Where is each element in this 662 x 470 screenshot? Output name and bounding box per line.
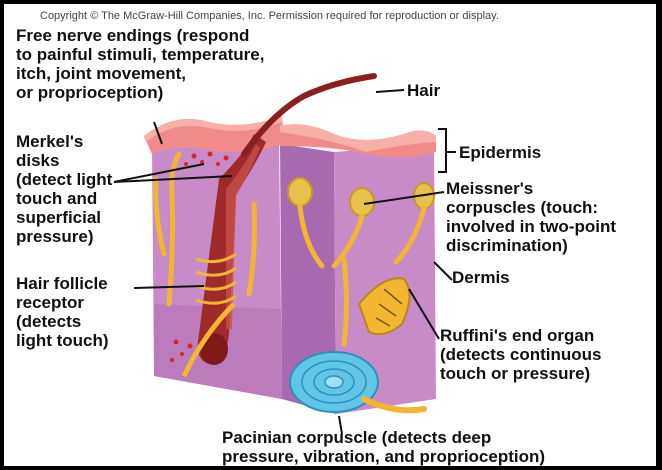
label-epidermis: Epidermis (459, 143, 541, 162)
label-meissners-corpuscles: Meissner's corpuscles (touch: involved i… (446, 179, 616, 255)
label-ruffinis-end-organ: Ruffini's end organ (detects continuous … (440, 326, 602, 383)
label-free-nerve-endings: Free nerve endings (respond to painful s… (16, 26, 264, 102)
diagram-frame: Copyright © The McGraw-Hill Companies, I… (4, 4, 656, 466)
leader-hair (376, 90, 404, 92)
label-hair-follicle-receptor: Hair follicle receptor (detects light to… (16, 274, 109, 350)
leader-dermis (434, 262, 452, 280)
label-hair: Hair (407, 81, 440, 100)
copyright-notice: Copyright © The McGraw-Hill Companies, I… (40, 10, 499, 22)
leader-epidermis-bracket (438, 129, 446, 172)
label-dermis: Dermis (452, 268, 510, 287)
right-skin-block (280, 124, 436, 414)
label-pacinian-corpuscle: Pacinian corpuscle (detects deep pressur… (222, 428, 545, 466)
label-merkels-disks: Merkel's disks (detect light touch and s… (16, 132, 112, 246)
